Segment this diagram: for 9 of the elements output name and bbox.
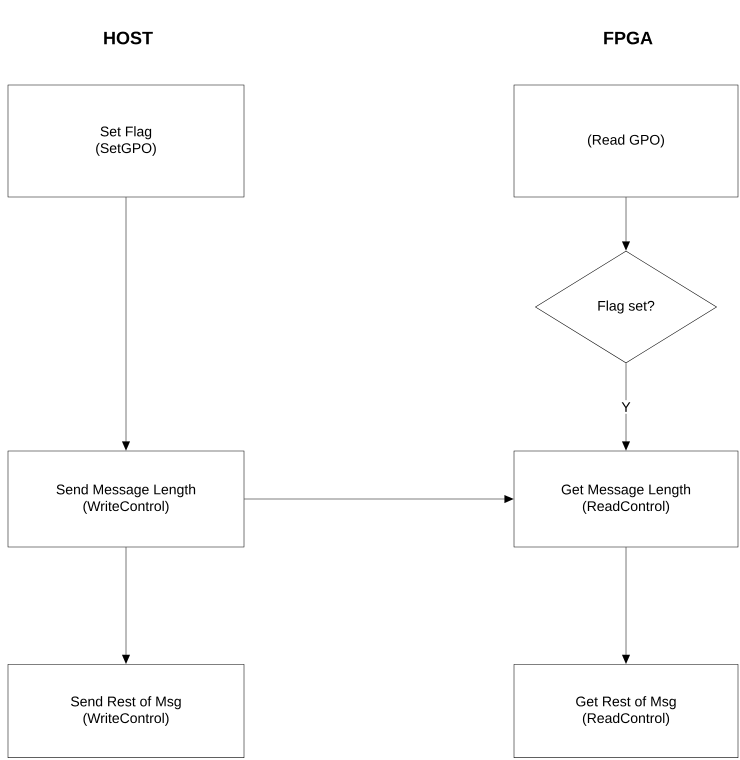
edge-label: Y — [619, 400, 633, 414]
process-box: Get Message Length (ReadControl) — [514, 450, 738, 548]
column-heading: FPGA — [604, 32, 653, 44]
process-box: Get Rest of Msg (ReadControl) — [514, 664, 738, 758]
process-box: Set Flag (SetGPO) — [8, 84, 244, 198]
process-box: Send Message Length (WriteControl) — [8, 450, 244, 548]
process-box: (Read GPO) — [514, 84, 738, 198]
process-box: Send Rest of Msg (WriteControl) — [8, 664, 244, 758]
column-heading: HOST — [104, 32, 153, 44]
